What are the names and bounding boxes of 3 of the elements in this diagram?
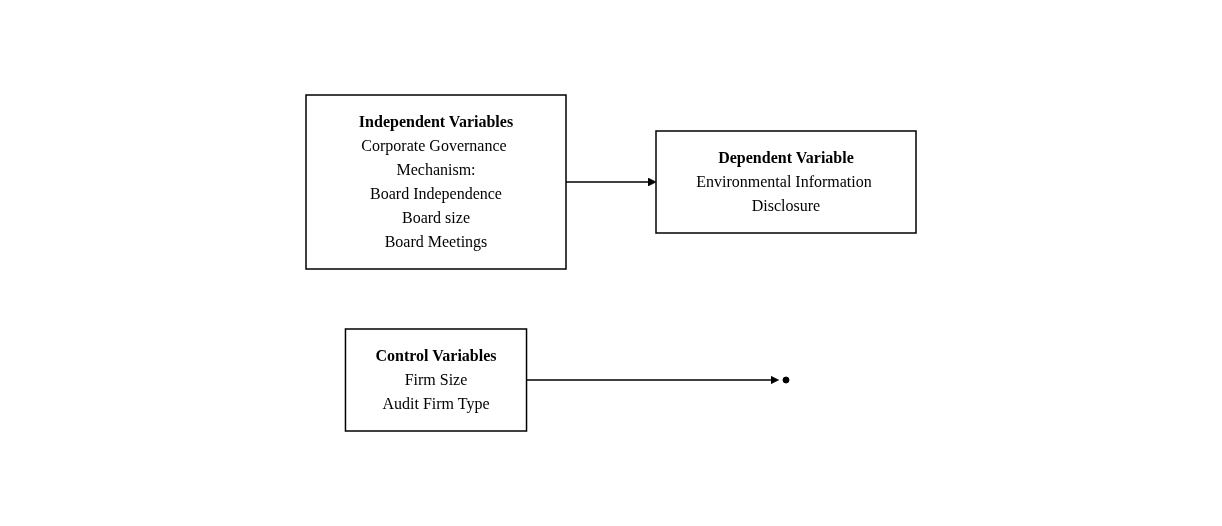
node-box: Control Variables Firm Size Audit Firm Type xyxy=(344,328,528,432)
node-box: Independent Variables Corporate Governance Mechanism: Board Independence Board size Board Meetings xyxy=(305,94,567,270)
node-box: Dependent Variable Environmental Information Disclosure xyxy=(655,130,917,234)
